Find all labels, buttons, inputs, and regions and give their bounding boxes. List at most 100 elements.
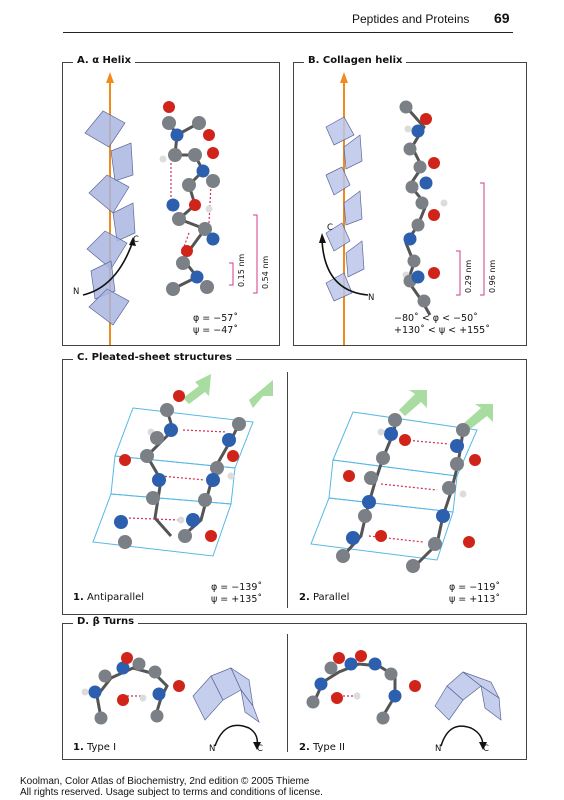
sheet-planes [92, 407, 254, 557]
nitrogen-atom [346, 531, 360, 545]
carbon-atom [148, 665, 162, 679]
helix-axis-arrowhead [106, 72, 114, 83]
carbon-atom [384, 667, 398, 681]
nitrogen-atom [152, 687, 166, 701]
oxygen-atom [375, 530, 387, 542]
oxygen-atom [343, 470, 355, 482]
hydrogen-atom [81, 688, 89, 696]
panel-beta-turns: D. β Turns N C [62, 616, 527, 760]
panel-divider [287, 372, 288, 608]
nitrogen-atom [206, 232, 220, 246]
carbon-atom [428, 537, 442, 551]
rise-per-residue-label: 0.29 nm [464, 259, 473, 293]
carbon-atom [358, 509, 372, 523]
turn-arrow [440, 725, 484, 747]
nitrogen-atom [384, 427, 398, 441]
running-header-title: Peptides and Proteins [352, 12, 470, 26]
antiparallel-sheet-diagram [92, 374, 273, 557]
turn-arrow [214, 724, 259, 747]
nitrogen-atom [222, 433, 236, 447]
oxygen-atom [121, 652, 133, 664]
carbon-atom [417, 294, 431, 308]
direction-arrow-up [399, 390, 427, 416]
n-terminus-label: N [368, 293, 375, 303]
parallel-label: 2. Parallel [299, 592, 349, 603]
page-number: 69 [494, 10, 510, 26]
hydrogen-atom [227, 472, 235, 480]
turn-atoms [306, 650, 421, 725]
peptide-plane [88, 174, 130, 214]
peptide-plane [325, 222, 351, 252]
carbon-atom [140, 449, 154, 463]
carbon-atom [198, 222, 212, 236]
panel-title: B. Collagen helix [304, 55, 407, 66]
nitrogen-atom [362, 495, 376, 509]
hydrogen-atom [440, 199, 448, 207]
panel-collagen-helix: B. Collagen helix [293, 55, 527, 346]
phi-angle: φ = −119˚ [449, 582, 501, 593]
type-ii-label: 2. Type II [299, 742, 345, 753]
hydrogen-atom [353, 692, 361, 700]
carbon-atom [442, 481, 456, 495]
phi-angle: −80˚ < φ < −50˚ [394, 313, 478, 324]
parallel-sheet-diagram [310, 390, 493, 573]
type-i-label: 1. Type I [73, 742, 116, 753]
psi-angle: ψ = −47˚ [193, 325, 239, 336]
carbon-atom [206, 174, 220, 188]
peptide-plane [325, 116, 355, 146]
pitch-label: 0.54 nm [261, 255, 270, 289]
nitrogen-atom [186, 513, 200, 527]
carbon-atom [456, 423, 470, 437]
carbon-atom [162, 116, 176, 130]
phi-angle: φ = −139˚ [211, 582, 263, 593]
carbon-atom [150, 709, 164, 723]
oxygen-atom [189, 199, 201, 211]
hydrogen-atom [404, 125, 412, 133]
nitrogen-atom [88, 685, 102, 699]
oxygen-atom [117, 694, 129, 706]
oxygen-atom [420, 113, 432, 125]
psi-angle: +130˚ < ψ < +155˚ [394, 325, 490, 336]
sub-label-number: 1. [73, 742, 84, 753]
helix-axis-arrowhead [340, 72, 348, 83]
carbon-atom [336, 549, 350, 563]
c-terminus-label: C [327, 223, 333, 233]
carbon-atom [407, 254, 421, 268]
alpha-helix-atoms [159, 101, 220, 296]
oxygen-atom [428, 267, 440, 279]
oxygen-atom [205, 530, 217, 542]
c-terminus-label: C [257, 744, 263, 754]
carbon-atom [198, 493, 212, 507]
carbon-atom [210, 461, 224, 475]
license-line: All rights reserved. Usage subject to te… [20, 787, 323, 798]
antiparallel-label: 1. Antiparallel [73, 592, 144, 603]
carbon-atom [150, 431, 164, 445]
carbon-atom [178, 529, 192, 543]
turn-planes [434, 671, 502, 721]
nitrogen-atom [114, 515, 128, 529]
carbon-atom [450, 457, 464, 471]
carbon-atom [376, 451, 390, 465]
sheet-atoms [336, 413, 481, 573]
peptide-plane [110, 142, 134, 182]
nitrogen-atom [368, 657, 382, 671]
nitrogen-atom [411, 124, 425, 138]
turn-arrowhead [253, 742, 261, 750]
sheet-hbonds [128, 429, 228, 521]
sub-label-name: Antiparallel [86, 592, 145, 603]
panel-title: D. β Turns [73, 616, 139, 627]
rise-per-residue-label: 0.15 nm [237, 253, 246, 287]
sub-label-name: Type II [312, 742, 345, 753]
oxygen-atom [119, 454, 131, 466]
panel-divider [287, 634, 288, 752]
carbon-atom [160, 403, 174, 417]
panel-alpha-helix: A. α Helix [62, 55, 280, 346]
sub-label-name: Type I [86, 742, 117, 753]
sub-label-number: 1. [73, 592, 84, 603]
copyright-line: Koolman, Color Atlas of Biochemistry, 2n… [20, 776, 310, 787]
helix-turn-arrow [82, 240, 134, 296]
carbon-atom [388, 413, 402, 427]
type-i-turn-diagram [81, 652, 261, 750]
nitrogen-atom [164, 423, 178, 437]
direction-arrow-up [463, 404, 493, 430]
